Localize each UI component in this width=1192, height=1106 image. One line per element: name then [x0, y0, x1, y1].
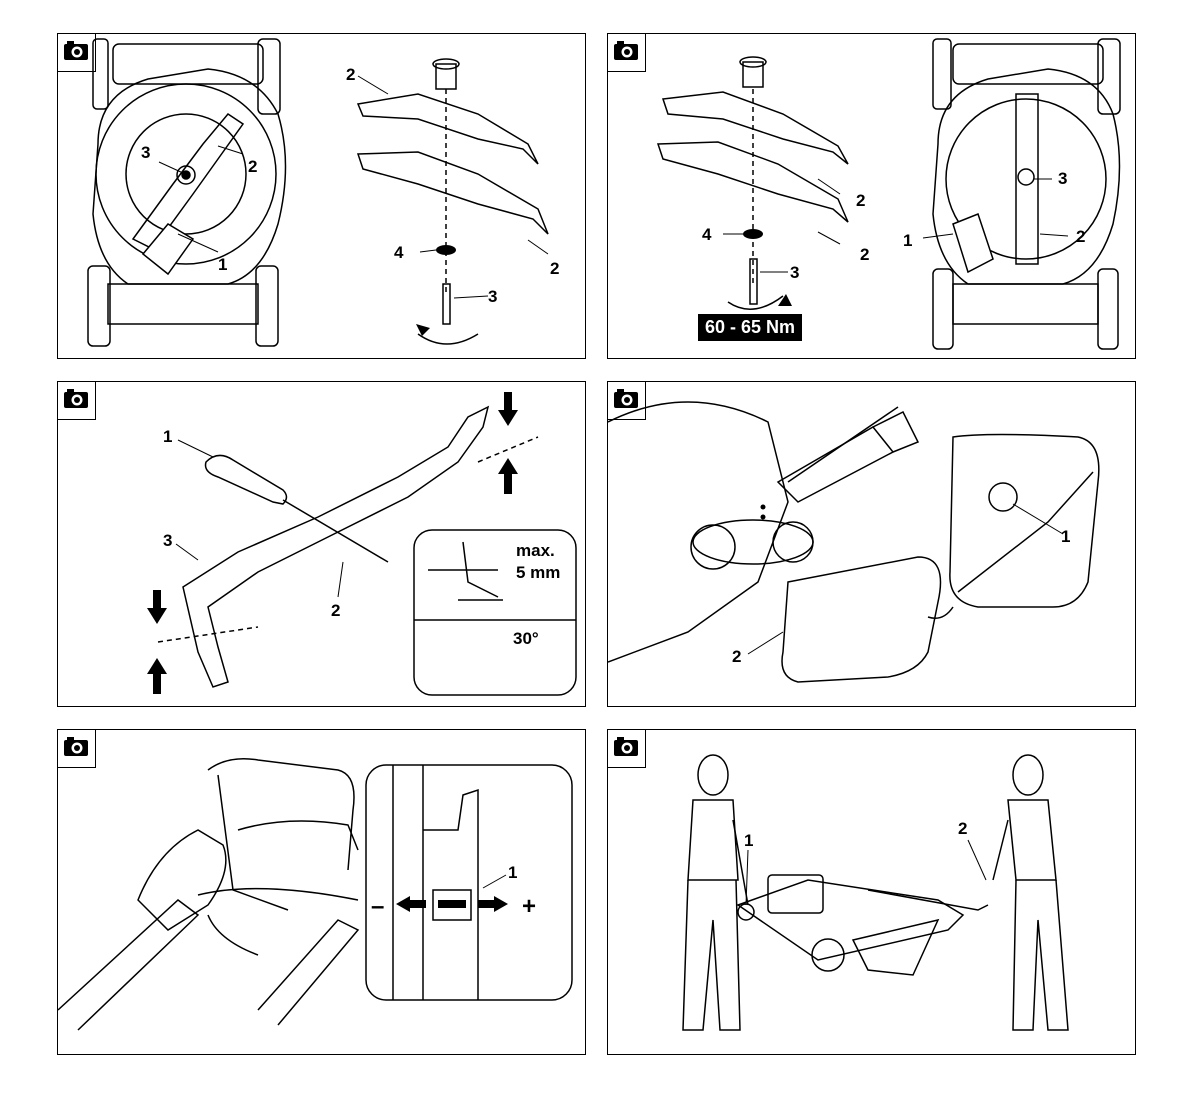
callout: 3 [488, 287, 497, 306]
callout: 3 [141, 143, 150, 162]
callout: 1 [744, 831, 753, 850]
mower-underside-illustration: 1 2 3 2 2 4 3 [58, 34, 585, 358]
blade-sharpen-illustration: 1 3 2 max. 5 mm 30° [58, 382, 585, 706]
callout: 4 [702, 225, 712, 244]
callout: 3 [1058, 169, 1067, 188]
callout: 2 [732, 647, 741, 666]
panel-two-person-lift: 1 2 [607, 729, 1136, 1055]
callout: 1 [903, 231, 912, 250]
callout: 1 [163, 427, 172, 446]
panel-cable-adjust: 1 – + [57, 729, 586, 1055]
callout: 2 [860, 245, 869, 264]
torque-label: 60 - 65 Nm [698, 314, 802, 341]
two-person-lift-illustration: 1 2 [608, 730, 1135, 1054]
panel-blade-install: 2 2 4 3 3 1 2 60 - 65 Nm [607, 33, 1136, 359]
panel-chain-lubrication: 1 2 [607, 381, 1136, 707]
callout: 2 [856, 191, 865, 210]
inset-max-label: max. [516, 541, 555, 560]
inset-max-value: 5 mm [516, 563, 560, 582]
callout: 3 [163, 531, 172, 550]
callout: 2 [958, 819, 967, 838]
callout: 1 [218, 255, 227, 274]
blade-install-illustration: 2 2 4 3 3 1 2 [608, 34, 1135, 358]
callout: 2 [248, 157, 257, 176]
callout: 1 [508, 863, 517, 882]
panel-blade-sharpen: 1 3 2 max. 5 mm 30° [57, 381, 586, 707]
callout: 2 [550, 259, 559, 278]
callout: 1 [1061, 527, 1070, 546]
callout: 2 [346, 65, 355, 84]
panel-blade-removal: 1 2 3 2 2 4 3 [57, 33, 586, 359]
callout: 4 [394, 243, 404, 262]
minus-sign: – [371, 893, 384, 920]
chain-lubrication-illustration: 1 2 [608, 382, 1135, 706]
callout: 3 [790, 263, 799, 282]
plus-sign: + [522, 893, 536, 920]
callout: 2 [331, 601, 340, 620]
callout: 2 [1076, 227, 1085, 246]
cable-adjust-illustration: 1 – + [58, 730, 585, 1054]
inset-angle: 30° [513, 629, 539, 648]
